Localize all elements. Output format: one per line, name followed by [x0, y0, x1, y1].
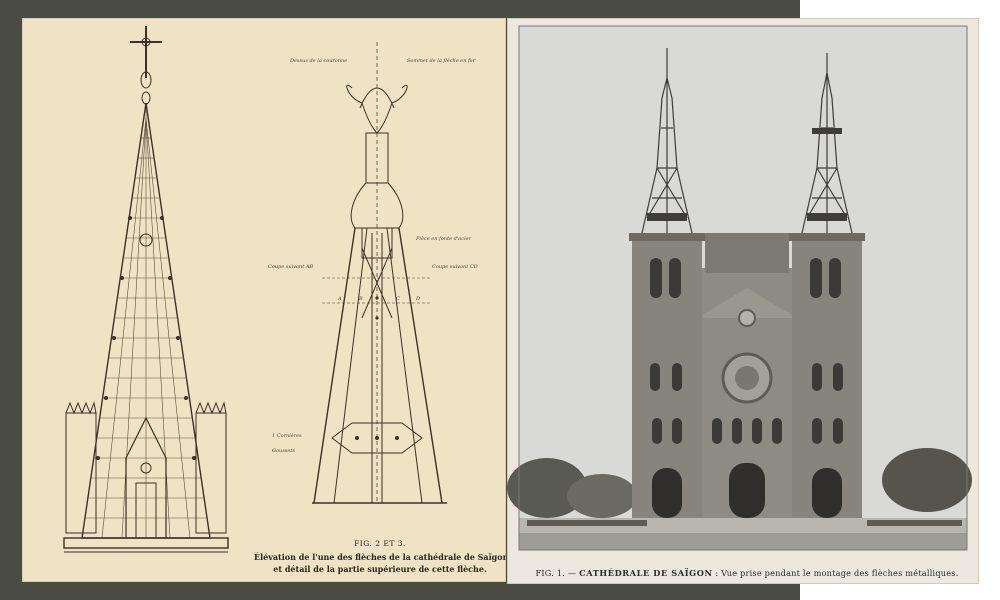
- caption-rest: : Vue prise pendant le montage des flèch…: [712, 568, 959, 578]
- caption-line-2: et détail de la partie supérieure de cet…: [273, 564, 487, 574]
- caption-title: CATHÉDRALE DE SAÏGON: [579, 568, 713, 578]
- note-piece-acier: Pièce en fonte d'acier: [416, 236, 471, 242]
- label-a: A: [338, 296, 342, 302]
- note-top-left: Dessus de la couronne: [290, 58, 348, 64]
- caption-dash: —: [565, 568, 580, 578]
- figure-number-2-3: FIG. 2 ET 3.: [354, 539, 406, 548]
- note-cornieres: 1 Cornières: [272, 433, 302, 439]
- note-goussets: Goussets: [272, 448, 295, 454]
- cathedral-photograph: [507, 25, 972, 551]
- figure-caption-2-3: Élévation de l'une des flèches de la cat…: [254, 551, 506, 575]
- note-coupe-cd: Coupe suivant CD: [432, 264, 478, 270]
- figure-caption-1: FIG. 1. — CATHÉDRALE DE SAÏGON : Vue pri…: [527, 568, 967, 578]
- caption-fig-number: FIG. 1.: [535, 568, 566, 578]
- note-top-right: Sommet de la flèche en fer: [407, 58, 476, 64]
- caption-line-1: Élévation de l'une des flèches de la cat…: [254, 552, 506, 562]
- spire-drawing-plate: Dessus de la couronne Sommet de la flèch…: [22, 18, 506, 582]
- note-coupe-ab: Coupe suivant AB: [268, 264, 314, 270]
- cathedral-photo-plate: FIG. 1. — CATHÉDRALE DE SAÏGON : Vue pri…: [507, 18, 979, 584]
- spire-elevation-drawing: [63, 26, 447, 553]
- label-d: D: [416, 296, 421, 302]
- label-c: C: [396, 296, 400, 302]
- label-b: B: [359, 296, 363, 302]
